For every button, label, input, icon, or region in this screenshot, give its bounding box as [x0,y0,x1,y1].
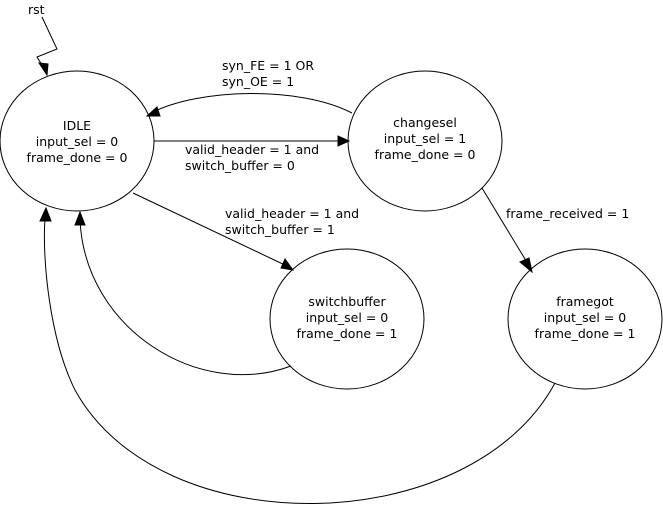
edge-framegot-to-idle [43,217,556,504]
state-framegot-line1: input_sel = 0 [544,310,626,325]
state-changesel-name: changesel [393,115,457,130]
edge-changesel-to-framegot [481,187,529,265]
edge-changesel-to-idle-label-line2: syn_OE = 1 [222,74,294,89]
edge-framegot-to-idle-arrowhead [39,206,52,222]
state-switchbuffer: switchbuffer input_sel = 0 frame_done = … [269,248,425,390]
state-idle-line1: input_sel = 0 [36,134,118,149]
state-switchbuffer-line1: input_sel = 0 [306,310,388,325]
edge-changesel-to-framegot-arrowhead [519,257,533,274]
edge-idle-to-changesel-arrowhead [337,135,351,147]
edge-changesel-to-framegot-label: frame_received = 1 [506,206,629,221]
reset-arrowhead [37,62,49,77]
edge-idle-to-switchbuffer-label-line1: valid_header = 1 and [225,206,359,221]
state-framegot: framegot input_sel = 0 frame_done = 1 [507,248,663,390]
state-framegot-name: framegot [556,294,614,309]
state-changesel-line2: frame_done = 0 [375,147,476,162]
edge-switchbuffer-to-idle-arrowhead [74,210,86,226]
state-switchbuffer-name: switchbuffer [308,294,386,309]
edge-switchbuffer-to-idle [79,219,292,376]
state-framegot-circle [507,248,663,390]
edge-idle-to-changesel-label-line2: switch_buffer = 0 [185,158,295,173]
state-idle-name: IDLE [63,118,91,133]
state-changesel: changesel input_sel = 1 frame_done = 0 [347,70,503,212]
edge-changesel-to-idle-label-line1: syn_FE = 1 OR [222,58,314,73]
edge-changesel-to-idle [150,93,353,114]
edge-idle-to-switchbuffer-arrowhead [280,258,295,271]
state-idle-line2: frame_done = 0 [27,150,128,165]
reset-label: rst [28,2,45,17]
state-changesel-line1: input_sel = 1 [384,131,466,146]
state-idle: IDLE input_sel = 0 frame_done = 0 [0,70,155,212]
state-switchbuffer-line2: frame_done = 1 [297,326,398,341]
state-switchbuffer-circle [269,248,425,390]
edge-idle-to-changesel-label-line1: valid_header = 1 and [185,142,319,157]
edge-idle-to-switchbuffer [132,192,288,267]
edge-changesel-to-idle-arrowhead [145,106,161,117]
edge-idle-to-switchbuffer-label-line2: switch_buffer = 1 [225,222,335,237]
state-framegot-line2: frame_done = 1 [535,326,636,341]
